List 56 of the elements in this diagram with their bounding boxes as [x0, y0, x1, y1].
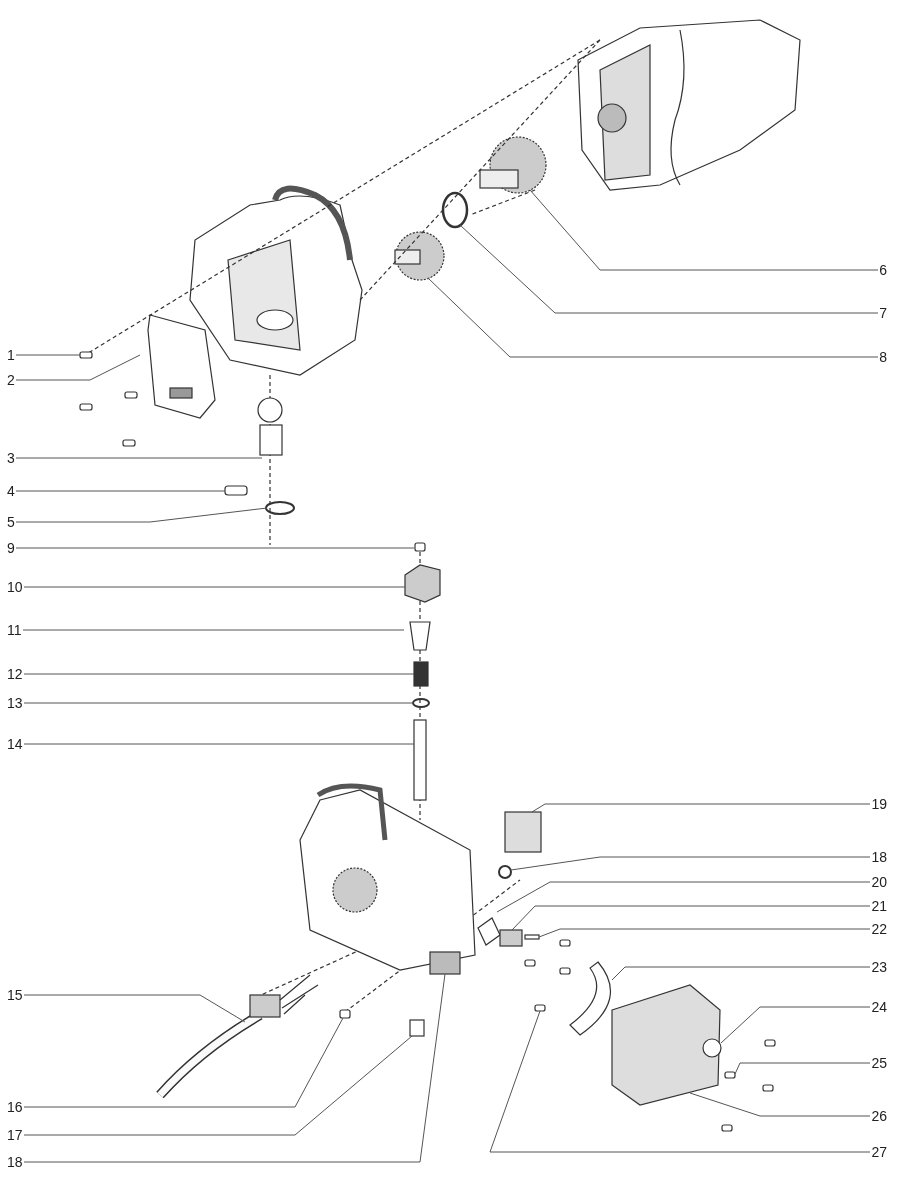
callout-number: 16: [6, 1099, 24, 1115]
leader-line: [611, 966, 871, 981]
callout-number: 12: [6, 666, 24, 682]
callout-number: 9: [6, 540, 16, 556]
callout-number: 27: [870, 1144, 888, 1160]
callout-number: 5: [6, 514, 16, 530]
leader-line: [15, 490, 226, 492]
leader-line: [489, 1010, 871, 1153]
callout-number: 8: [878, 349, 888, 365]
leader-line: [15, 457, 263, 459]
callout-number: 19: [870, 796, 888, 812]
callout-number: 15: [6, 987, 24, 1003]
callout-number: 11: [6, 622, 23, 638]
leader-line: [23, 586, 406, 588]
leader-line: [734, 1062, 871, 1075]
callout-number: 1: [6, 347, 16, 363]
callout-number: 14: [6, 736, 24, 752]
leader-line: [15, 354, 141, 381]
leader-line: [23, 702, 414, 704]
leader-line: [427, 277, 879, 358]
callout-number: 21: [870, 898, 888, 914]
leader-line: [459, 224, 879, 314]
leader-line: [23, 1035, 413, 1136]
leader-line: [538, 928, 871, 938]
callout-number: 10: [6, 579, 24, 595]
leader-line: [720, 1006, 871, 1044]
leader-line: [23, 743, 415, 745]
leader-line: [689, 1092, 871, 1117]
callout-number: 13: [6, 695, 24, 711]
callout-number: 20: [870, 874, 888, 890]
leader-line: [531, 803, 871, 813]
callout-number: 26: [870, 1108, 888, 1124]
leader-line: [23, 673, 415, 675]
leader-line: [15, 507, 268, 523]
callout-number: 25: [870, 1055, 888, 1071]
leader-line: [23, 973, 446, 1163]
callout-number: 4: [6, 483, 16, 499]
leader-line: [15, 354, 81, 356]
leader-line: [511, 905, 871, 931]
leader-line: [23, 1017, 344, 1108]
leader-line: [15, 547, 415, 549]
callout-number: 22: [870, 921, 888, 937]
callout-number: 7: [878, 305, 888, 321]
callout-number: 18: [870, 849, 888, 865]
callout-number: 24: [870, 999, 888, 1015]
callout-number: 23: [870, 959, 888, 975]
leader-line: [22, 629, 405, 631]
leader-line: [510, 856, 871, 871]
leader-line: [23, 994, 246, 1023]
callout-number: 3: [6, 450, 16, 466]
callout-number: 17: [6, 1127, 24, 1143]
leader-line: [496, 881, 871, 913]
callout-number: 2: [6, 372, 16, 388]
callout-number: 6: [878, 262, 888, 278]
callout-number: 18: [6, 1154, 24, 1170]
leader-line: [529, 189, 879, 271]
